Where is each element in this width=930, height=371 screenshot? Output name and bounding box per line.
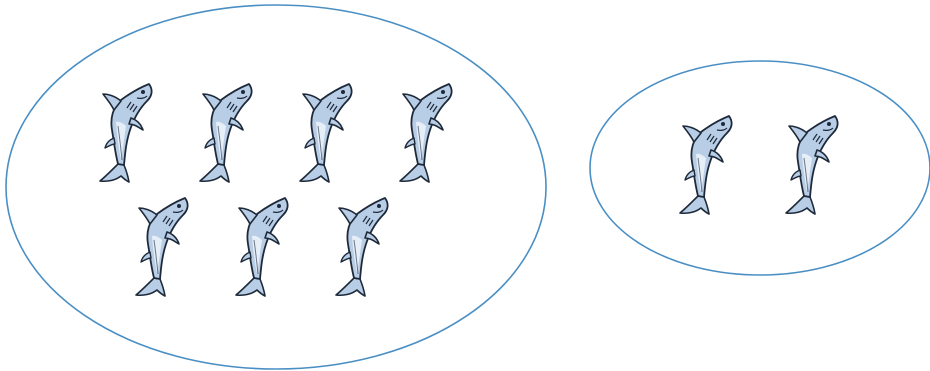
shark-icon bbox=[336, 198, 388, 296]
right-group-ellipse bbox=[590, 61, 930, 275]
shark-icon bbox=[236, 198, 288, 296]
shark-icon bbox=[200, 84, 252, 182]
shark-icon bbox=[786, 116, 838, 214]
shark-icon bbox=[680, 116, 732, 214]
shark-icon bbox=[136, 198, 188, 296]
shark-icon bbox=[400, 84, 452, 182]
right-group-sharks bbox=[680, 116, 838, 214]
shark-icon bbox=[300, 84, 352, 182]
left-group-sharks bbox=[100, 84, 452, 296]
shark-icon bbox=[100, 84, 152, 182]
left-group-ellipse bbox=[6, 5, 546, 369]
